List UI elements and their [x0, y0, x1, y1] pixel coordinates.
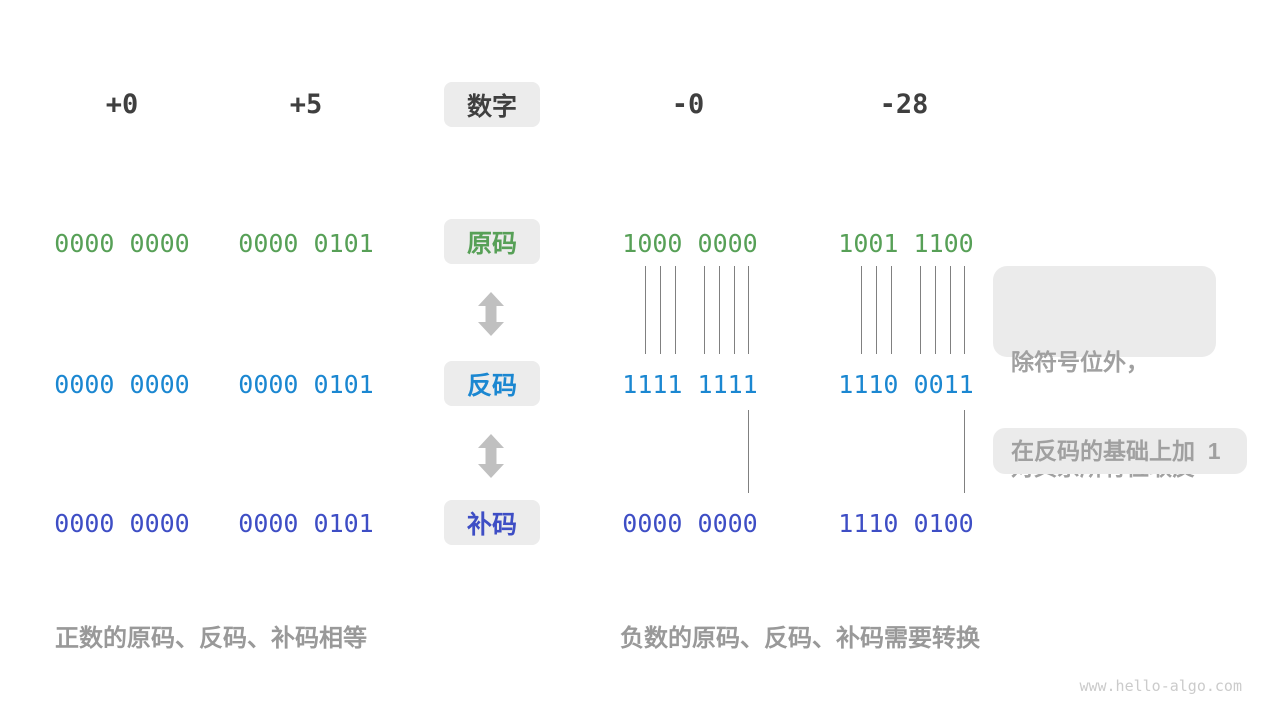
connector-line: [719, 266, 720, 354]
header-label: 数字: [466, 92, 517, 121]
ones-complement-minus-zero: 1111 1111: [622, 370, 758, 399]
twos-complement-plus-five: 0000 0101: [238, 509, 374, 538]
connector-line: [964, 410, 965, 493]
annotation-add-one: 在反码的基础上加 1: [993, 428, 1247, 474]
ones-complement-label-box: 反码: [444, 361, 540, 406]
number-plus-zero: +0: [105, 89, 139, 120]
connector-line: [734, 266, 735, 354]
sign-magnitude-label: 原码: [466, 229, 517, 258]
connector-line: [950, 266, 951, 354]
caption-negative-numbers: 负数的原码、反码、补码需要转换: [620, 625, 980, 652]
twos-complement-minus-zero: 0000 0000: [622, 509, 758, 538]
caption-positive-numbers: 正数的原码、反码、补码相等: [55, 625, 367, 652]
twos-complement-label: 补码: [466, 510, 517, 539]
connector-line: [876, 266, 877, 354]
number-minus-zero: -0: [671, 89, 705, 120]
connector-line: [748, 266, 749, 354]
connector-line: [891, 266, 892, 354]
ones-complement-plus-zero: 0000 0000: [54, 370, 190, 399]
connector-line: [861, 266, 862, 354]
connector-line: [748, 410, 749, 493]
ones-complement-label: 反码: [466, 371, 517, 400]
sign-magnitude-minus-zero: 1000 0000: [622, 229, 758, 258]
ones-complement-minus-28: 1110 0011: [838, 370, 974, 399]
connector-line: [964, 266, 965, 354]
header-label-box: 数字: [444, 82, 540, 127]
sign-magnitude-plus-zero: 0000 0000: [54, 229, 190, 258]
updown-arrow-icon: [478, 434, 504, 478]
annotation-flip-bits: 除符号位外， 对其余所有位取反: [993, 266, 1216, 480]
sign-magnitude-plus-five: 0000 0101: [238, 229, 374, 258]
twos-complement-minus-28: 1110 0100: [838, 509, 974, 538]
connector-line: [645, 266, 646, 354]
connector-line: [704, 266, 705, 354]
ones-complement-plus-five: 0000 0101: [238, 370, 374, 399]
sign-magnitude-label-box: 原码: [444, 219, 540, 264]
number-plus-five: +5: [289, 89, 323, 120]
annotation-flip-line1: 除符号位外，: [1011, 349, 1149, 375]
connector-line: [935, 266, 936, 354]
updown-arrow-icon: [478, 292, 504, 336]
watermark-url: www.hello-algo.com: [1079, 677, 1242, 695]
number-minus-28: -28: [879, 89, 929, 120]
twos-complement-plus-zero: 0000 0000: [54, 509, 190, 538]
connector-line: [920, 266, 921, 354]
twos-complement-label-box: 补码: [444, 500, 540, 545]
connector-line: [675, 266, 676, 354]
connector-line: [660, 266, 661, 354]
sign-magnitude-minus-28: 1001 1100: [838, 229, 974, 258]
